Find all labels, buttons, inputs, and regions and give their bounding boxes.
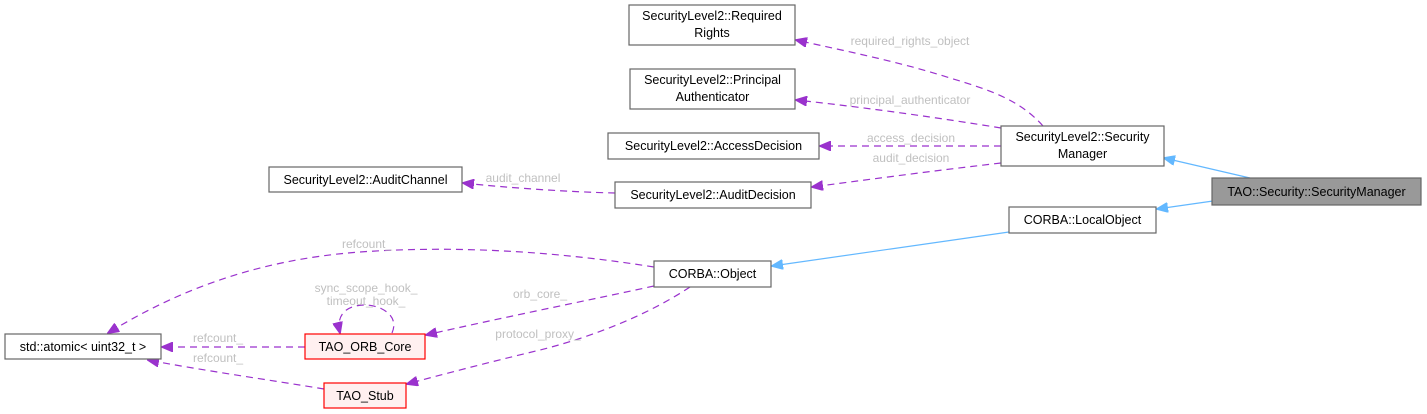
node-label-line2: Rights — [694, 26, 729, 40]
edges: required_rights_object principal_authent… — [108, 34, 1251, 390]
node-label-line2: Manager — [1058, 147, 1107, 161]
edge-label-audit-channel: audit_channel — [486, 171, 561, 185]
edge-use-principal-auth — [796, 100, 1002, 129]
node-sl2-access-decision[interactable]: SecurityLevel2::AccessDecision — [607, 132, 820, 160]
node-label: TAO::Security::SecurityManager — [1227, 185, 1405, 199]
node-sl2-audit-channel[interactable]: SecurityLevel2::AuditChannel — [268, 166, 463, 193]
node-corba-object[interactable]: CORBA::Object — [653, 260, 772, 288]
node-sl2-audit-decision[interactable]: SecurityLevel2::AuditDecision — [614, 181, 812, 209]
edge-inherit-localobj — [1157, 200, 1214, 209]
node-label: SecurityLevel2::AuditChannel — [284, 173, 448, 187]
edge-inherit-sl2sm — [1164, 158, 1251, 179]
node-tao-stub[interactable]: TAO_Stub — [323, 382, 407, 409]
edge-label-orbcore-refcount: refcount_ — [193, 331, 243, 345]
node-label: CORBA::Object — [669, 267, 757, 281]
node-corba-local-object[interactable]: CORBA::LocalObject — [1008, 206, 1157, 234]
node-sl2-principal-authenticator[interactable]: SecurityLevel2::Principal Authenticator — [629, 68, 796, 110]
edge-label-orbcore-self-1: sync_scope_hook_ — [315, 281, 418, 295]
edge-label-principal-auth: principal_authenticator — [850, 93, 971, 107]
node-label-line2: Authenticator — [676, 90, 750, 104]
edge-label-access-decision: access_decision — [867, 131, 955, 145]
node-tao-security-manager[interactable]: TAO::Security::SecurityManager — [1211, 177, 1422, 206]
node-label: std::atomic< uint32_t > — [20, 340, 146, 354]
nodes: TAO::Security::SecurityManager SecurityL… — [4, 4, 1422, 409]
node-label: SecurityLevel2::AccessDecision — [625, 139, 802, 153]
node-std-atomic[interactable]: std::atomic< uint32_t > — [4, 333, 162, 360]
node-label-line1: SecurityLevel2::Required — [642, 9, 782, 23]
node-label: CORBA::LocalObject — [1024, 213, 1142, 227]
edge-label-protocol-proxy: protocol_proxy_ — [495, 327, 581, 341]
edge-label-orbcore-self-2: timeout_hook_ — [327, 294, 406, 308]
edge-label-audit-decision: audit_decision — [873, 151, 950, 165]
node-label-line1: SecurityLevel2::Principal — [644, 73, 781, 87]
edge-inherit-object — [772, 231, 1010, 266]
edge-use-audit-decision — [812, 162, 1002, 187]
edge-label-object-refcount: refcount_ — [342, 237, 392, 251]
edge-use-object-refcount — [108, 248, 655, 333]
node-label-line1: SecurityLevel2::Security — [1015, 130, 1150, 144]
edge-use-required-rights — [796, 40, 1044, 127]
edge-use-orbcore-self — [339, 304, 395, 333]
node-label: SecurityLevel2::AuditDecision — [630, 188, 795, 202]
edge-label-orb-core: orb_core_ — [513, 287, 567, 301]
edge-label-stub-refcount: refcount_ — [193, 351, 243, 365]
node-label: TAO_ORB_Core — [319, 340, 412, 354]
node-sl2-required-rights[interactable]: SecurityLevel2::Required Rights — [628, 4, 796, 46]
edge-use-protocol-proxy — [407, 286, 691, 384]
edge-label-required-rights: required_rights_object — [851, 34, 970, 48]
edge-use-orb-core — [426, 285, 655, 335]
edge-use-audit-channel — [463, 183, 616, 194]
edge-use-stub-refcount — [148, 360, 325, 390]
node-label: TAO_Stub — [336, 389, 393, 403]
node-tao-orb-core[interactable]: TAO_ORB_Core — [304, 333, 426, 360]
node-sl2-security-manager[interactable]: SecurityLevel2::Security Manager — [1000, 125, 1165, 167]
